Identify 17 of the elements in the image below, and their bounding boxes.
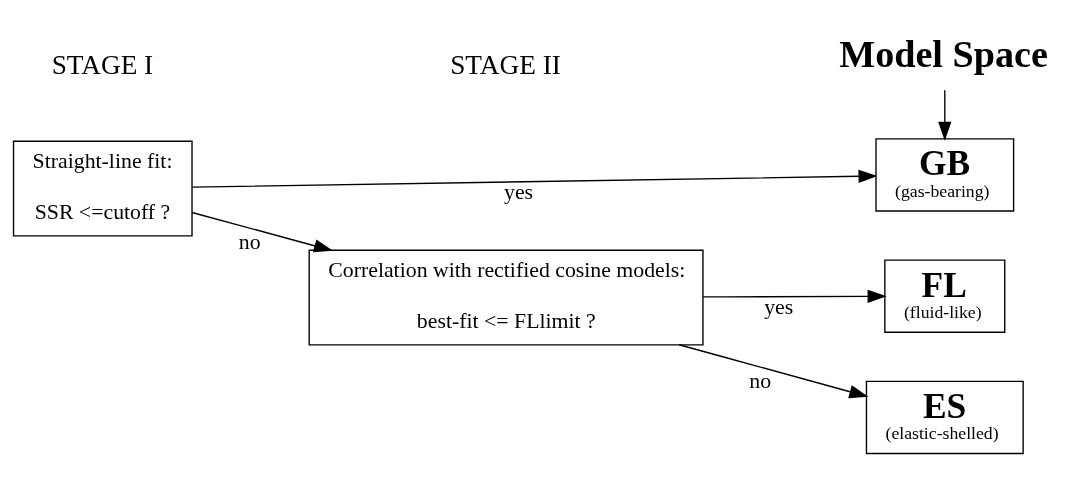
label: STAGE II: [450, 49, 561, 80]
edge-label: yes: [764, 294, 794, 319]
edge-label: no: [238, 229, 261, 254]
node-box: Straight-line fit: SSR <=cutoff ?: [12, 140, 193, 236]
arrow: [702, 289, 887, 303]
node-box: FL (fluid-like): [884, 258, 1006, 333]
edge-label: no: [749, 368, 772, 393]
node-box: ES (elastic-shelled): [865, 380, 1024, 454]
node-box: Correlation with rectified cosine models: best-fit <= FLlimit ?: [308, 249, 704, 345]
edge-label: yes: [504, 179, 534, 204]
label: STAGE I: [51, 49, 154, 80]
arrow: [938, 89, 952, 141]
arrow: [191, 211, 334, 252]
node-box: GB (gas-bearing): [875, 137, 1015, 212]
node-text: Model Space: [839, 32, 1048, 75]
arrow: [678, 343, 869, 398]
arrow: [191, 169, 878, 188]
